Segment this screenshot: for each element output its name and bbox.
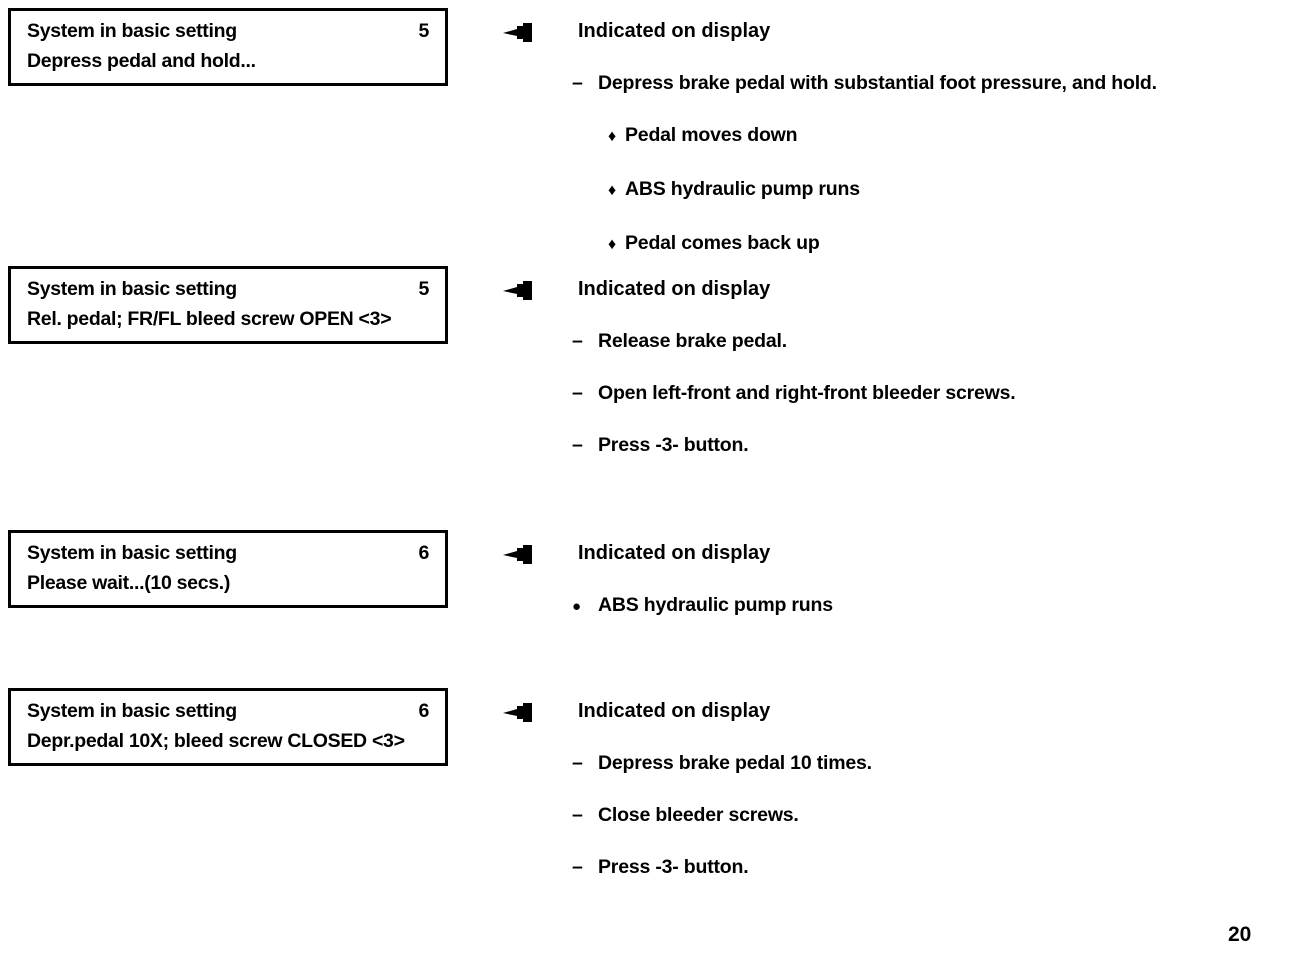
- indicated-on-display-heading: Indicated on display: [578, 20, 771, 42]
- instruction-item: ♦ ABS hydraulic pump runs: [608, 176, 1157, 204]
- instruction-item: – Press -3- button.: [572, 854, 872, 880]
- instruction-text: Press -3- button.: [598, 856, 749, 878]
- instruction-text: Close bleeder screws.: [598, 804, 799, 826]
- instruction-item: – Depress brake pedal with substantial f…: [572, 70, 1157, 96]
- instruction-column: Indicated on display – Depress brake ped…: [572, 698, 872, 880]
- dash-marker: –: [572, 434, 583, 456]
- display-step-number: 6: [418, 700, 429, 722]
- instruction-item: – Depress brake pedal 10 times.: [572, 750, 872, 776]
- instruction-item: – Close bleeder screws.: [572, 802, 872, 828]
- diamond-bullet: ♦: [608, 128, 616, 145]
- round-bullet: ●: [572, 598, 581, 615]
- display-line-1: System in basic setting 6: [27, 538, 429, 568]
- instruction-text: Pedal comes back up: [625, 232, 820, 254]
- diamond-bullet: ♦: [608, 182, 616, 199]
- instruction-item: ● ABS hydraulic pump runs: [572, 592, 833, 620]
- instruction-item: – Press -3- button.: [572, 432, 1015, 458]
- display-status-text: System in basic setting: [27, 700, 237, 722]
- display-line-2: Please wait...(10 secs.): [27, 572, 231, 594]
- left-arrow-icon: [503, 23, 533, 42]
- instruction-text: Depress brake pedal with substantial foo…: [598, 72, 1157, 94]
- page-number: 20: [1228, 923, 1252, 946]
- dash-marker: –: [572, 382, 583, 404]
- instruction-text: Release brake pedal.: [598, 330, 787, 352]
- indicated-on-display-heading: Indicated on display: [578, 542, 771, 564]
- scan-tool-display-box: System in basic setting 6 Depr.pedal 10X…: [8, 688, 448, 766]
- display-status-text: System in basic setting: [27, 20, 237, 42]
- instruction-item: ♦ Pedal comes back up: [608, 230, 1157, 258]
- scan-tool-display-box: System in basic setting 6 Please wait...…: [8, 530, 448, 608]
- instruction-text: Pedal moves down: [625, 124, 798, 146]
- diamond-bullet: ♦: [608, 236, 616, 253]
- left-arrow-icon: [503, 281, 533, 300]
- instruction-item: ♦ Pedal moves down: [608, 122, 1157, 150]
- display-line-2: Rel. pedal; FR/FL bleed screw OPEN <3>: [27, 308, 392, 330]
- left-arrow-icon: [503, 703, 533, 722]
- scan-tool-display-box: System in basic setting 5 Rel. pedal; FR…: [8, 266, 448, 344]
- dash-marker: –: [572, 804, 583, 826]
- dash-marker: –: [572, 72, 583, 94]
- display-step-number: 5: [418, 278, 429, 300]
- display-line-1: System in basic setting 5: [27, 274, 429, 304]
- instruction-text: Press -3- button.: [598, 434, 749, 456]
- display-line-1: System in basic setting 5: [27, 16, 429, 46]
- instruction-column: Indicated on display – Depress brake ped…: [572, 18, 1157, 258]
- instruction-item: – Open left-front and right-front bleede…: [572, 380, 1016, 406]
- instruction-column: Indicated on display – Release brake ped…: [572, 276, 1016, 458]
- instruction-text: ABS hydraulic pump runs: [598, 594, 833, 616]
- instruction-item: – Release brake pedal.: [572, 328, 1015, 354]
- display-step-number: 5: [418, 20, 429, 42]
- display-status-text: System in basic setting: [27, 542, 237, 564]
- display-step-number: 6: [418, 542, 429, 564]
- display-line-2: Depress pedal and hold...: [27, 50, 256, 72]
- dash-marker: –: [572, 330, 583, 352]
- instruction-text: ABS hydraulic pump runs: [625, 178, 860, 200]
- display-line-1: System in basic setting 6: [27, 696, 429, 726]
- instruction-text: Depress brake pedal 10 times.: [598, 752, 872, 774]
- instruction-text: Open left-front and right-front bleeder …: [598, 382, 1016, 404]
- left-arrow-icon: [503, 545, 533, 564]
- scan-tool-display-box: System in basic setting 5 Depress pedal …: [8, 8, 448, 86]
- display-line-2: Depr.pedal 10X; bleed screw CLOSED <3>: [27, 730, 405, 752]
- dash-marker: –: [572, 856, 583, 878]
- display-status-text: System in basic setting: [27, 278, 237, 300]
- indicated-on-display-heading: Indicated on display: [578, 278, 771, 300]
- indicated-on-display-heading: Indicated on display: [578, 700, 771, 722]
- instruction-column: Indicated on display ● ABS hydraulic pum…: [572, 540, 833, 620]
- dash-marker: –: [572, 752, 583, 774]
